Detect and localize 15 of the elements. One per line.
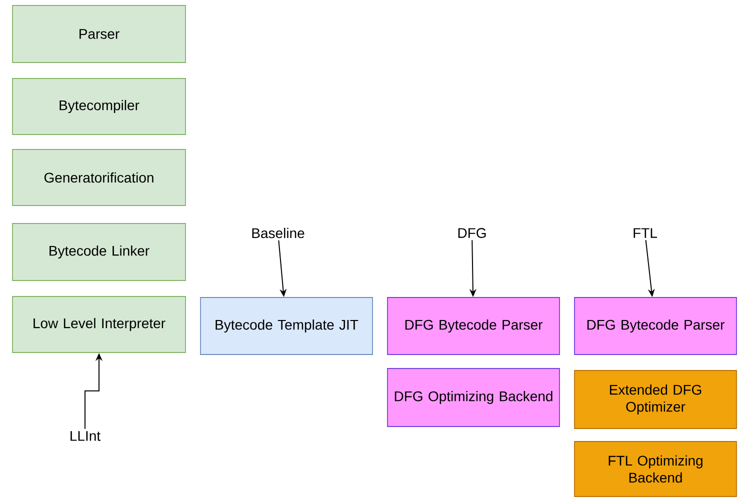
stage-box: Bytecode Linker <box>12 223 186 281</box>
stage-box: Bytecompiler <box>12 78 186 135</box>
stage-box: DFG Optimizing Backend <box>387 368 560 427</box>
stage-box: DFG Bytecode Parser <box>387 297 560 355</box>
tier-label: LLInt <box>70 431 100 441</box>
stage-box: Extended DFG Optimizer <box>574 370 737 429</box>
stage-box: Low Level Interpreter <box>12 296 186 353</box>
tier-label: FTL <box>634 228 657 238</box>
tier-label: DFG <box>458 228 486 238</box>
stage-box: DFG Bytecode Parser <box>574 297 737 355</box>
tier-label: Baseline <box>252 228 304 238</box>
stage-box: Parser <box>12 5 186 63</box>
stage-box: Generatorification <box>12 149 186 206</box>
stage-box: Bytecode Template JIT <box>200 297 373 355</box>
stage-box: FTL Optimizing Backend <box>574 441 737 497</box>
